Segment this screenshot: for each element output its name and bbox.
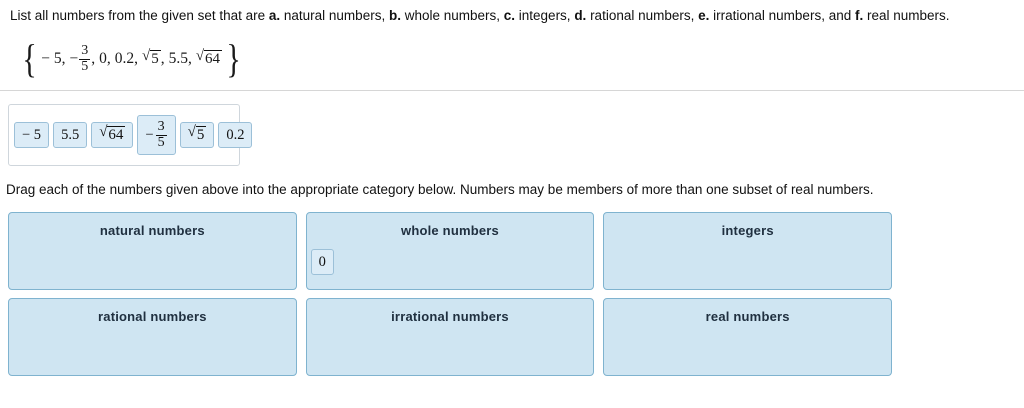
radical-sqrt5: √ 5 <box>142 49 161 68</box>
prompt-text-b: whole numbers, <box>400 8 504 23</box>
token-neg5[interactable]: − 5 <box>14 122 50 148</box>
drop-zone-rational-numbers[interactable]: rational numbers <box>8 298 297 376</box>
token-5-5-label: 5.5 <box>61 126 80 143</box>
token-neg5-label: − 5 <box>22 126 42 143</box>
prompt-label-f: f. <box>854 8 864 23</box>
drop-zone-title: real numbers <box>705 309 790 324</box>
set-item-zero-text: 0 <box>99 50 107 67</box>
fraction-denominator: 5 <box>155 134 167 150</box>
prompt-label-d: d. <box>574 8 587 23</box>
set-item-neg5-text: − 5 <box>41 50 62 67</box>
radical-sign-icon: √ <box>195 48 205 65</box>
radical-sqrt64: √ 64 <box>99 124 126 144</box>
drop-zone-title: integers <box>721 223 774 238</box>
set-item-point-two-text: 0.2 <box>114 50 135 67</box>
drop-zone-title: irrational numbers <box>391 309 509 324</box>
token-sqrt64[interactable]: √ 64 <box>91 122 134 148</box>
set-item-five-point-five: 5.5, <box>169 50 192 68</box>
radicand-64: 64 <box>204 50 223 68</box>
set-item-five-point-five-text: 5.5 <box>168 50 188 67</box>
token-5-5[interactable]: 5.5 <box>53 122 88 148</box>
set-open-brace: { <box>22 36 37 81</box>
set-item-sqrt5: √ 5 , <box>142 49 165 68</box>
set-item-neg-three-fifths: − 3 5 , <box>69 42 96 74</box>
radicand-5: 5 <box>195 126 207 144</box>
prompt-text-d: rational numbers, <box>586 8 699 23</box>
radical-sign-icon: √ <box>99 124 108 141</box>
drag-instruction: Drag each of the numbers given above int… <box>6 182 874 197</box>
token-0[interactable]: 0 <box>310 249 334 275</box>
set-item-point-two: 0.2, <box>115 50 138 68</box>
token-0-2-label: 0.2 <box>226 126 245 143</box>
token-0-label: 0 <box>318 253 326 270</box>
drop-zone-whole-numbers[interactable]: whole numbers 0 <box>305 212 595 290</box>
drop-zone-irrational-numbers[interactable]: irrational numbers <box>305 298 595 376</box>
question-prompt: List all numbers from the given set that… <box>10 8 950 23</box>
prompt-text-e: irrational numbers, and <box>709 8 855 23</box>
token-tray-items: − 5 5.5 √ 64 − 3 5 √ 5 0.2 <box>8 104 253 166</box>
drop-zone-title: natural numbers <box>99 223 205 238</box>
drop-zone-title: rational numbers <box>98 309 207 324</box>
prompt-lead: List all numbers from the given set that… <box>10 8 269 23</box>
prompt-label-e: e. <box>698 8 710 23</box>
prompt-label-c: c. <box>503 8 516 23</box>
drop-zone-natural-numbers[interactable]: natural numbers <box>8 212 297 290</box>
set-item-neg5: − 5, <box>41 50 65 68</box>
token-sqrt5[interactable]: √ 5 <box>179 122 215 148</box>
prompt-text-c: integers, <box>515 8 575 23</box>
set-item-fraction-sign: − <box>69 50 79 67</box>
set-item-zero: 0, <box>99 50 111 68</box>
fraction-three-fifths: 3 5 <box>155 118 167 150</box>
drop-zone-row-2: rational numbers irrational numbers real… <box>8 298 893 376</box>
drop-zone-real-numbers[interactable]: real numbers <box>603 298 893 376</box>
set-sep-4: , <box>134 50 138 67</box>
prompt-text-a: natural numbers, <box>280 8 389 23</box>
token-neg-three-fifths[interactable]: − 3 5 <box>137 115 176 155</box>
set-sep-2: , <box>91 50 96 67</box>
section-divider <box>0 90 1024 91</box>
radicand-64: 64 <box>107 126 126 144</box>
token-0-2[interactable]: 0.2 <box>218 122 253 148</box>
drop-zone-integers[interactable]: integers <box>603 212 893 290</box>
token-fraction-sign: − <box>145 126 154 143</box>
prompt-text-f: real numbers. <box>863 8 950 23</box>
set-items: − 5, − 3 5 , 0, 0.2, √ 5 , <box>39 42 224 74</box>
prompt-label-a: a. <box>268 8 281 23</box>
radical-sqrt5: √ 5 <box>188 125 207 144</box>
set-sep-3: , <box>106 50 111 67</box>
drop-zone-tokens: 0 <box>310 249 334 275</box>
set-item-sqrt64: √ 64 <box>195 48 223 68</box>
set-sep-6: , <box>187 50 192 67</box>
drop-zone-title: whole numbers <box>401 223 499 238</box>
radicand-5: 5 <box>150 50 161 68</box>
drop-zone-row-1: natural numbers whole numbers 0 integers <box>8 212 893 290</box>
radical-sqrt64: √ 64 <box>195 48 223 68</box>
radical-sign-icon: √ <box>141 48 151 65</box>
fraction-numerator: 3 <box>81 42 89 58</box>
set-sep-1: , <box>61 50 66 67</box>
prompt-label-b: b. <box>388 8 401 23</box>
set-close-brace: } <box>226 36 241 81</box>
fraction-denominator: 5 <box>79 58 91 74</box>
number-set-expression: { − 5, − 3 5 , 0, 0.2, √ 5 <box>20 36 243 82</box>
fraction-three-fifths: 3 5 <box>79 42 91 74</box>
fraction-numerator: 3 <box>157 118 165 134</box>
set-sep-5: , <box>160 50 165 67</box>
drop-zone-grid: natural numbers whole numbers 0 integers… <box>8 212 893 384</box>
radical-sign-icon: √ <box>187 124 196 141</box>
